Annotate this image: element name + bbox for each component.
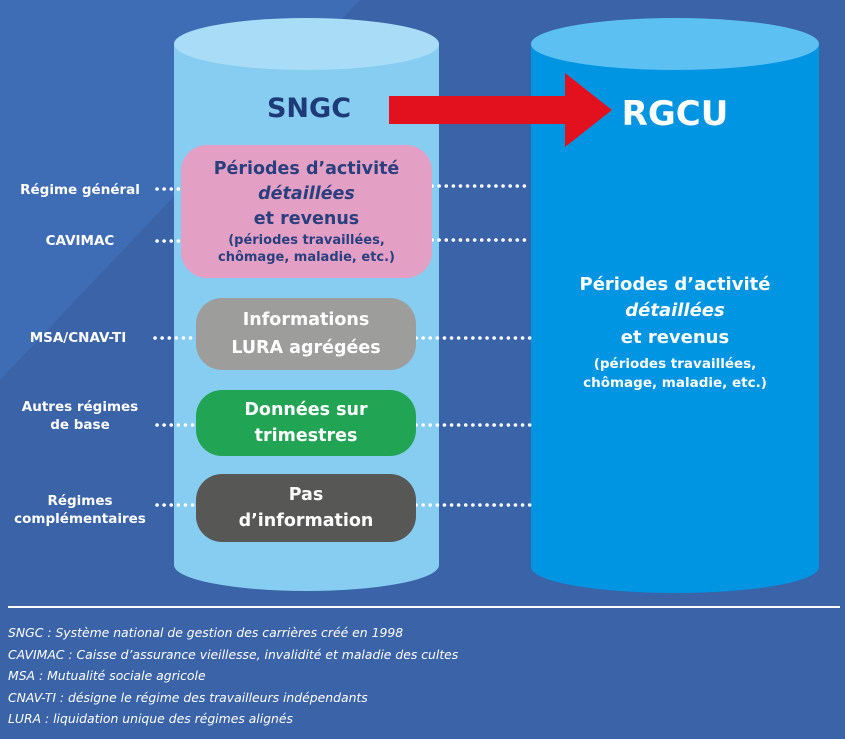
- regime-label-msa: MSA/CNAV-TI: [0, 329, 156, 347]
- regime-label-cavimac: CAVIMAC: [0, 232, 160, 250]
- rgcu-line1: Périodes d’activité: [579, 274, 771, 295]
- box-informations-lura: Informations LURA agrégées: [196, 298, 416, 370]
- footnote-lura: LURA : liquidation unique des régimes al…: [8, 711, 293, 726]
- footnote-msa: MSA : Mutualité sociale agricole: [8, 668, 206, 683]
- regime-autres-line2: de base: [50, 417, 110, 433]
- box3-line2: trimestres: [254, 426, 358, 446]
- rgcu-title: RGCU: [621, 94, 729, 134]
- regime-general-line1: Régime général: [20, 182, 140, 198]
- footnote-sngc: SNGC : Système national de gestion des c…: [8, 625, 404, 640]
- footnote-cavimac: CAVIMAC : Caisse d’assurance vieillesse,…: [8, 646, 459, 662]
- rgcu-cylinder: [531, 18, 819, 593]
- box-pas-information: Pas d’information: [196, 474, 416, 542]
- regime-complementaires-line2: complémentaires: [14, 511, 146, 527]
- box2-line1: Informations: [242, 310, 370, 330]
- footnote-cnav-ti: CNAV-TI : désigne le régime des travaill…: [8, 689, 368, 705]
- regime-autres-line1: Autres régimes: [21, 399, 139, 415]
- box-donnees-trimestres: Données sur trimestres: [196, 390, 416, 456]
- box4-line1: Pas: [288, 485, 324, 505]
- box2-line2: LURA agrégées: [231, 338, 381, 358]
- regime-label-complementaires: Régimes complémentaires: [0, 492, 160, 528]
- regime-msa-line1: MSA/CNAV-TI: [29, 330, 127, 346]
- regime-complementaires-line1: Régimes: [47, 493, 113, 509]
- rgcu-line4: (périodes travaillées,: [593, 356, 757, 372]
- box3-line1: Données sur: [244, 400, 368, 420]
- rgcu-line3: et revenus: [620, 327, 730, 348]
- rgcu-line2: détaillées: [625, 300, 725, 321]
- rgcu-line5: chômage, maladie, etc.): [583, 375, 767, 391]
- regime-label-autres: Autres régimes de base: [0, 398, 160, 434]
- box1-line5: chômage, maladie, etc.): [217, 250, 395, 265]
- box1-line1: Périodes d’activité: [213, 159, 400, 179]
- footnotes: SNGC : Système national de gestion des c…: [8, 622, 458, 730]
- regime-label-general: Régime général: [0, 181, 160, 199]
- rgcu-description: Périodes d’activité détaillées et revenu…: [540, 272, 810, 393]
- box1-line2: détaillées: [258, 184, 355, 204]
- dotted-connectors: [153, 184, 533, 507]
- box1-line3: et revenus: [253, 209, 360, 229]
- box1-line4: (périodes travaillées,: [228, 233, 385, 248]
- box-periodes-detaillees: Périodes d’activité détaillées et revenu…: [181, 145, 432, 278]
- box4-line2: d’information: [238, 511, 374, 531]
- sngc-title: SNGC: [266, 93, 352, 124]
- regime-cavimac-line1: CAVIMAC: [45, 233, 115, 249]
- transfer-arrow: [389, 73, 612, 147]
